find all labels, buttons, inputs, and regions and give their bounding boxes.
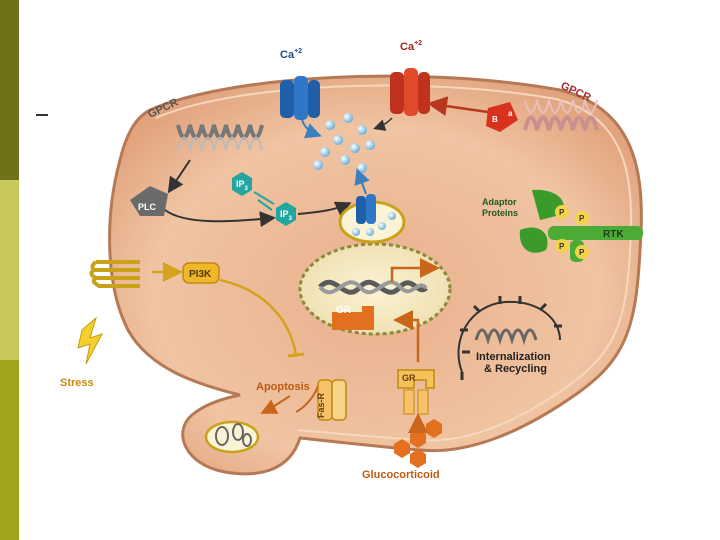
- pi3k-label: PI3K: [189, 269, 212, 280]
- rtk-label: RTK: [603, 229, 624, 240]
- g-protein-subunit-a: a: [508, 109, 513, 118]
- phospho-p1: P: [559, 208, 565, 217]
- phospho-p2: P: [579, 214, 585, 223]
- nucleus: [300, 244, 450, 334]
- phospho-p4: P: [579, 248, 585, 257]
- internalization-label: Internalization: [476, 351, 551, 363]
- fas-r-label: Fas-R: [316, 392, 326, 418]
- plc-label: PLC: [138, 202, 157, 212]
- stress-signal: Stress: [60, 318, 102, 389]
- stress-label: Stress: [60, 377, 94, 389]
- adaptor-proteins-label-2: Proteins: [482, 208, 518, 218]
- gr-nucleus-label: GR: [336, 305, 352, 316]
- recycling-label: & Recycling: [484, 363, 547, 375]
- gr-cytoplasm-label: GR: [402, 373, 416, 383]
- apoptosis-label: Apoptosis: [256, 381, 310, 393]
- glucocorticoid-label: Glucocorticoid: [362, 469, 440, 481]
- phospho-p3: P: [559, 242, 565, 251]
- ca-right-label: Ca+2: [400, 40, 422, 53]
- ca-left-label: Ca+2: [280, 48, 302, 61]
- apoptotic-body: [206, 422, 258, 452]
- adaptor-proteins-label-1: Adaptor: [482, 197, 517, 207]
- fas-r-receptor: Fas-R: [316, 380, 346, 420]
- g-protein-subunit-b: B: [492, 115, 498, 124]
